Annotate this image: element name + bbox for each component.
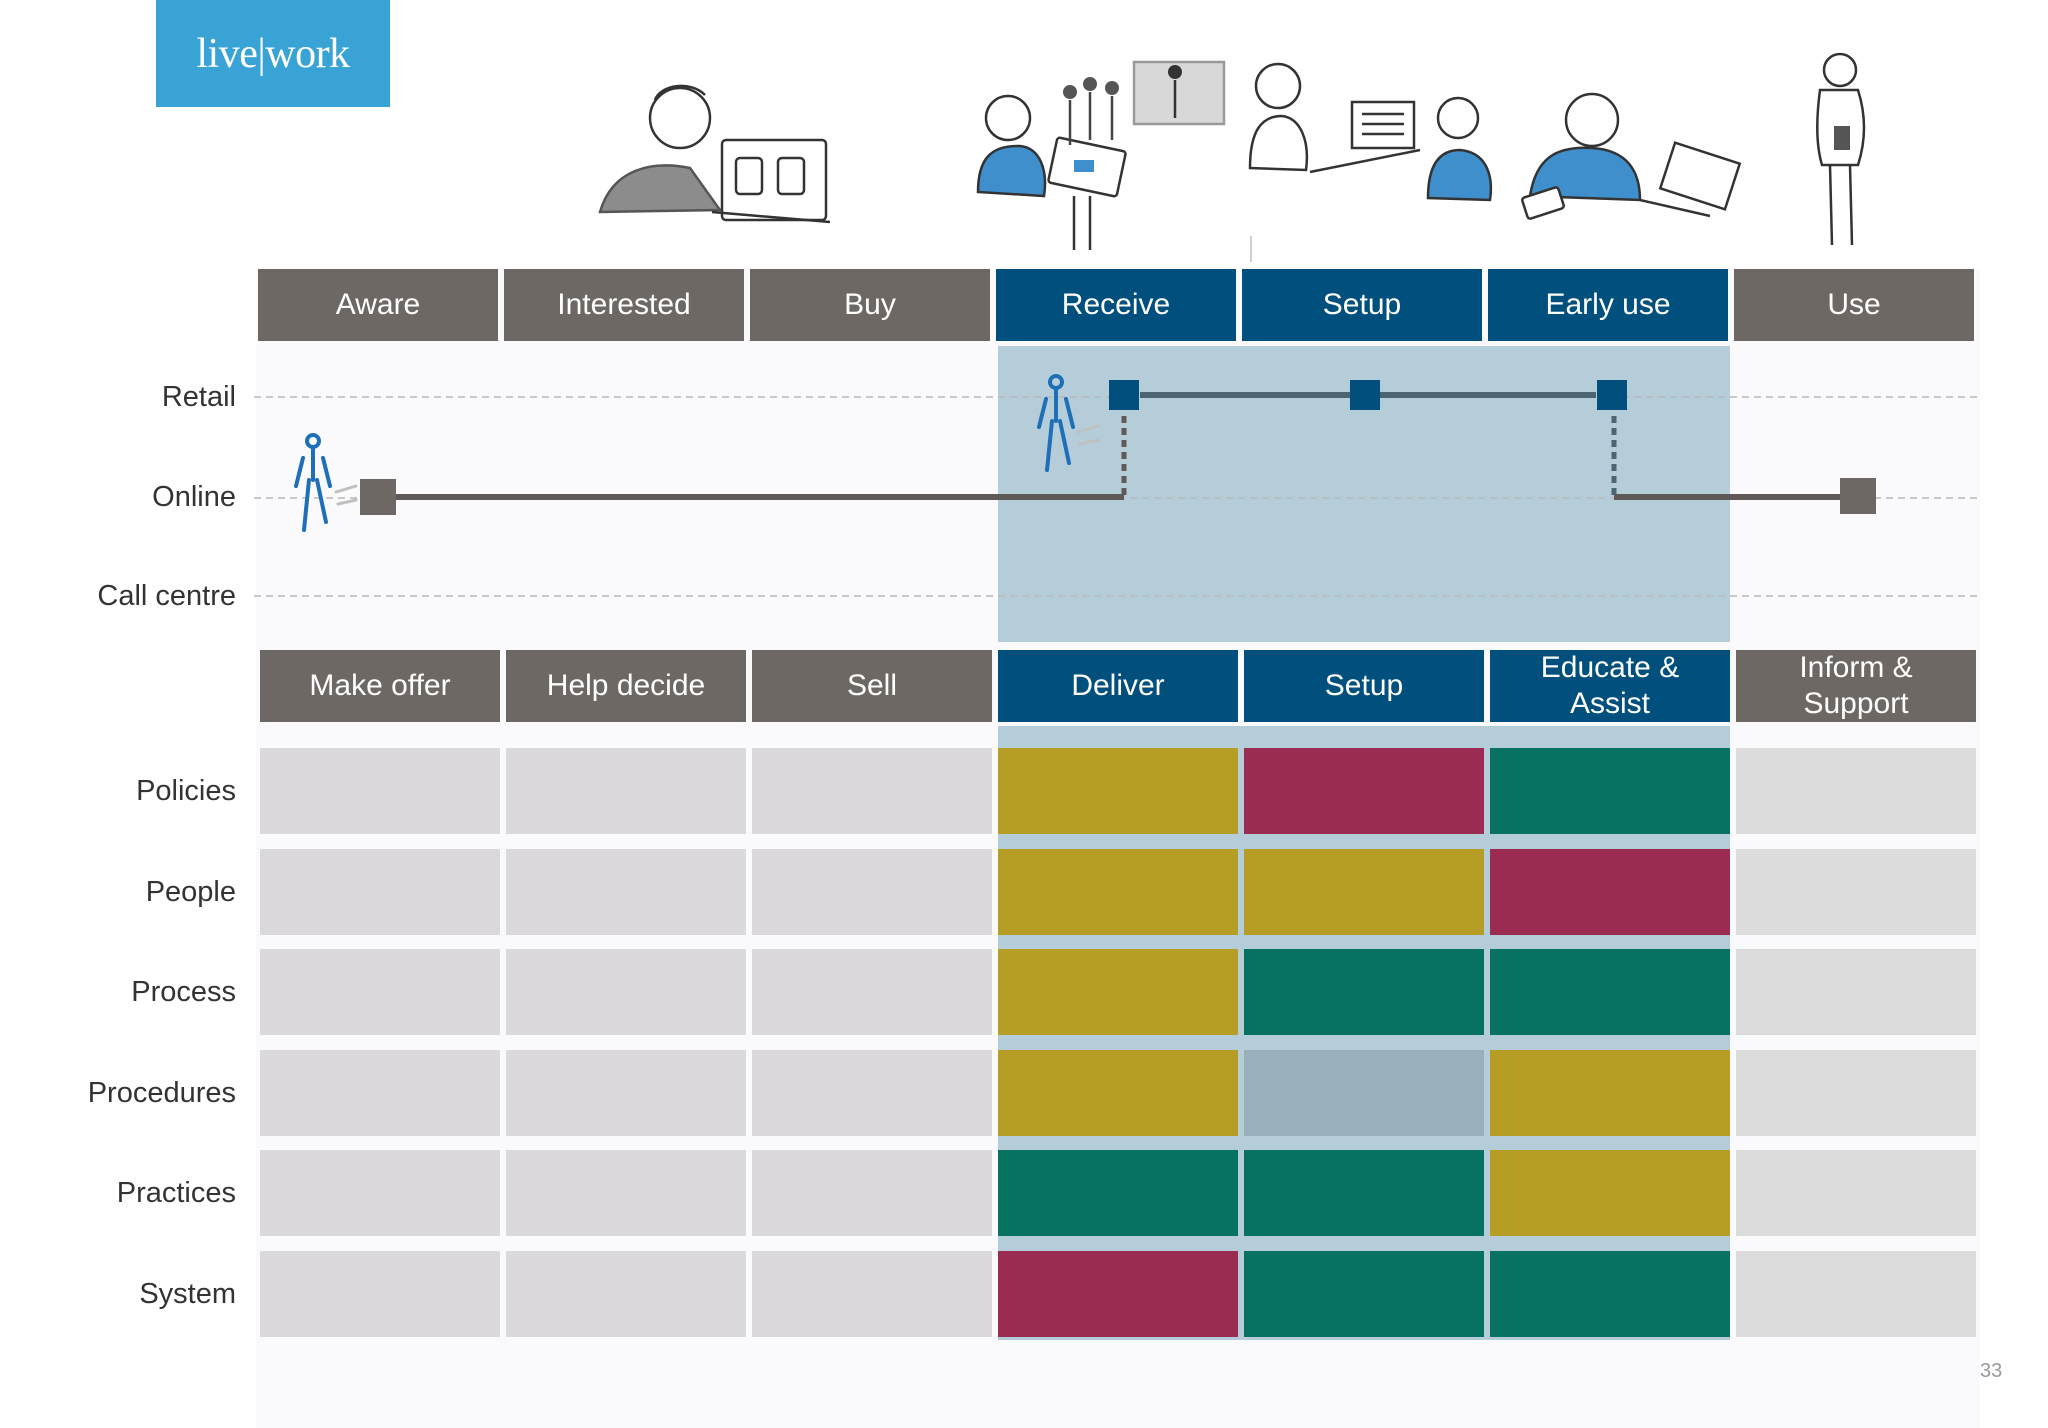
matrix-cell [1736,949,1976,1035]
provider-stage-label: Deliver [1071,669,1165,702]
person-with-laptop-illustration [1521,92,1742,220]
matrix-cell [752,1050,992,1136]
walking-person-icon [1037,374,1100,472]
matrix-cell [1244,748,1484,834]
livework-logo: live|work [156,0,390,107]
matrix-cell [506,1050,746,1136]
matrix-cell [506,748,746,834]
matrix-cell [260,748,500,834]
store-staff-illustration [1248,62,1493,202]
matrix-cell [998,1050,1238,1136]
customer-journey-path [360,380,1876,515]
provider-stage-setup: Setup [1244,650,1484,722]
matrix-cell [752,949,992,1035]
channel-label-retail: Retail [161,381,236,413]
customer-stage-aware: Aware [258,269,498,341]
row-label-policies: Policies [136,775,236,807]
matrix-cell [752,1150,992,1236]
row-label-system: System [139,1278,236,1310]
matrix-cell [998,1251,1238,1337]
matrix-cell [260,1150,500,1236]
matrix-cell [1244,949,1484,1035]
row-label-procedures: Procedures [87,1077,236,1109]
matrix-cell [1736,849,1976,935]
provider-stage-label-line2: Assist [1569,687,1650,720]
provider-stage-label-line1: Educate & [1540,651,1680,684]
matrix-cell [1736,1251,1976,1337]
journey-node-start [360,479,396,515]
channel-label-online: Online [152,481,236,513]
provider-stage-sell: Sell [752,650,992,722]
matrix-cell [1490,1050,1730,1136]
matrix-cell [506,1251,746,1337]
page-number: 33 [1980,1360,2003,1382]
matrix-cell [1244,1050,1484,1136]
matrix-cell [1490,949,1730,1035]
matrix-cell [260,1251,500,1337]
provider-stage-label-line1: Inform & [1799,651,1913,684]
matrix-cell [752,849,992,935]
provider-stage-help-decide: Help decide [506,650,746,722]
provider-stage-label: Sell [846,669,898,702]
provider-stage-label-line2: Support [1803,687,1909,720]
provider-stage-deliver: Deliver [998,650,1238,722]
matrix-cell [752,748,992,834]
customer-stage-setup: Setup [1242,269,1482,341]
channel-label-call-centre: Call centre [97,580,236,612]
matrix-cell [998,748,1238,834]
provider-stage-label: Make offer [309,669,451,702]
provider-stage-make-offer: Make offer [260,650,500,722]
matrix-cell [260,1050,500,1136]
matrix-cell [998,1150,1238,1236]
row-label-people: People [145,876,236,908]
matrix-cell [1490,748,1730,834]
matrix-cell [1490,849,1730,935]
person-at-kiosk-illustration [976,60,1226,250]
matrix-cell [1244,1150,1484,1236]
matrix-cell [1244,1251,1484,1337]
matrix-cell [1736,1050,1976,1136]
journey-node-early-use [1597,380,1627,410]
matrix-cell [1490,1150,1730,1236]
customer-stage-buy: Buy [750,269,990,341]
customer-stage-interested: Interested [504,269,744,341]
row-label-process: Process [131,976,236,1008]
matrix-cell [506,1150,746,1236]
matrix-cell [752,1251,992,1337]
provider-stage-label: Setup [1324,669,1404,702]
walking-person-icon [294,433,358,532]
row-label-practices: Practices [116,1177,236,1209]
matrix-cell [506,849,746,935]
matrix-cell [1736,1150,1976,1236]
matrix-cell [1490,1251,1730,1337]
journey-node-use [1840,478,1876,514]
provider-stage-label: Help decide [546,669,706,702]
provider-stage-educate-assist: Educate & Assist [1490,650,1730,722]
matrix-cell [1244,849,1484,935]
matrix-cell [260,949,500,1035]
matrix-cell [998,849,1238,935]
matrix-cell [998,949,1238,1035]
customer-stage-early-use: Early use [1488,269,1728,341]
journey-node-receive [1109,380,1139,410]
person-at-computer-illustration [598,84,831,224]
provider-stage-inform-support: Inform & Support [1736,650,1976,722]
matrix-cell [506,949,746,1035]
matrix-cell [1736,748,1976,834]
person-with-phone-illustration [1815,52,1866,246]
journey-node-setup [1350,380,1380,410]
customer-stage-receive: Receive [996,269,1236,341]
matrix-cell [260,849,500,935]
customer-stage-use: Use [1734,269,1974,341]
